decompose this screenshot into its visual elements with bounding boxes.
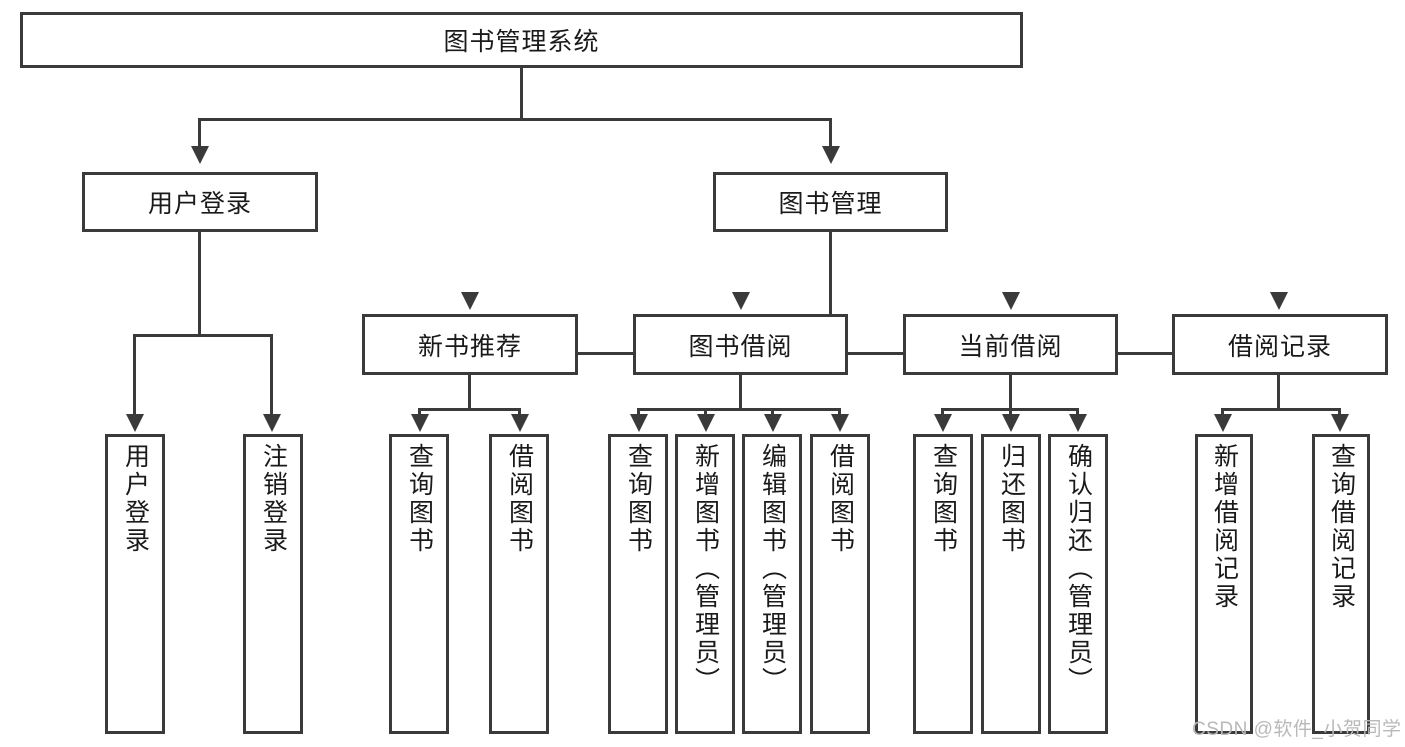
arrowhead-user-login-leaf-2 — [263, 414, 281, 432]
connector-book-management-stem — [829, 232, 832, 354]
node-label: 用户登录 — [121, 443, 150, 555]
connector-cb-drop-2 — [1009, 408, 1012, 416]
node-current-borrow[interactable]: 当前借阅 — [903, 314, 1118, 375]
arrowhead-nbr-leaf-2 — [511, 414, 529, 432]
node-label: 查询图书 — [624, 443, 653, 555]
arrowhead-bm-to-borrow-record — [1270, 292, 1288, 310]
csdn-watermark: CSDN @软件_小贺同学 — [1192, 719, 1402, 740]
connector-bb-bus — [637, 408, 840, 411]
connector-br-drop-2 — [1338, 408, 1341, 416]
node-label: 查询图书 — [405, 443, 434, 555]
node-leaf-add-record[interactable]: 新增借阅记录 — [1195, 434, 1253, 734]
arrowhead-br-leaf-1 — [1214, 414, 1232, 432]
arrowhead-nbr-leaf-1 — [411, 414, 429, 432]
node-leaf-query-book-2[interactable]: 查询图书 — [608, 434, 668, 734]
arrowhead-cb-leaf-2 — [1002, 414, 1020, 432]
connector-bb-drop-3 — [771, 408, 774, 416]
node-label: 新增借阅记录 — [1210, 443, 1239, 611]
node-label: 用户登录 — [147, 190, 252, 218]
arrowhead-bb-leaf-3 — [764, 414, 782, 432]
node-root-system[interactable]: 图书管理系统 — [20, 12, 1023, 68]
connector-root-to-user-login — [198, 118, 201, 148]
node-new-book-recommend[interactable]: 新书推荐 — [362, 314, 578, 375]
node-label: 借阅图书 — [826, 443, 855, 555]
arrowhead-bm-to-new-book-recommend — [461, 292, 479, 310]
arrowhead-cb-leaf-1 — [934, 414, 952, 432]
connector-root-stem — [520, 68, 523, 120]
node-leaf-borrow-book-2[interactable]: 借阅图书 — [810, 434, 870, 734]
arrowhead-bm-to-book-borrow — [732, 292, 750, 310]
arrowhead-bb-leaf-1 — [630, 414, 648, 432]
node-leaf-query-book-3[interactable]: 查询图书 — [913, 434, 973, 734]
connector-cb-drop-1 — [941, 408, 944, 416]
connector-cb-drop-3 — [1076, 408, 1079, 416]
node-label: 新书推荐 — [417, 332, 522, 361]
node-leaf-confirm-return[interactable]: 确认归还（管理员） — [1048, 434, 1108, 734]
connector-user-login-bus — [133, 334, 273, 337]
node-borrow-record[interactable]: 借阅记录 — [1172, 314, 1388, 375]
node-label: 查询借阅记录 — [1327, 443, 1356, 611]
arrowhead-bm-to-current-borrow — [1002, 292, 1020, 310]
node-leaf-user-login[interactable]: 用户登录 — [105, 434, 165, 734]
arrowhead-root-to-user-login — [191, 146, 209, 164]
node-label: 借阅图书 — [505, 443, 534, 555]
node-label: 当前借阅 — [958, 332, 1063, 361]
node-leaf-add-book[interactable]: 新增图书（管理员） — [675, 434, 735, 734]
node-label: 新增图书（管理员） — [691, 443, 720, 695]
connector-br-bus — [1221, 408, 1341, 411]
node-label: 归还图书 — [997, 443, 1026, 555]
connector-br-stem — [1277, 375, 1280, 410]
arrowhead-root-to-book-management — [822, 146, 840, 164]
node-label: 图书管理 — [778, 190, 883, 218]
node-leaf-return-book[interactable]: 归还图书 — [981, 434, 1041, 734]
connector-bb-stem — [739, 375, 742, 410]
node-label: 确认归还（管理员） — [1064, 443, 1093, 695]
connector-nbr-drop-2 — [518, 408, 521, 416]
connector-user-login-drop-2 — [270, 334, 273, 416]
arrowhead-bb-leaf-4 — [831, 414, 849, 432]
connector-nbr-stem — [468, 375, 471, 410]
node-book-borrow[interactable]: 图书借阅 — [633, 314, 848, 375]
arrowhead-br-leaf-2 — [1331, 414, 1349, 432]
node-leaf-borrow-book-1[interactable]: 借阅图书 — [489, 434, 549, 734]
node-leaf-query-book-1[interactable]: 查询图书 — [389, 434, 449, 734]
node-label: 编辑图书（管理员） — [758, 443, 787, 695]
arrowhead-cb-leaf-3 — [1069, 414, 1087, 432]
node-leaf-edit-book[interactable]: 编辑图书（管理员） — [742, 434, 802, 734]
connector-root-bus — [198, 118, 832, 121]
node-book-management[interactable]: 图书管理 — [713, 172, 948, 232]
connector-nbr-drop-1 — [418, 408, 421, 416]
node-label: 查询图书 — [929, 443, 958, 555]
node-leaf-query-record[interactable]: 查询借阅记录 — [1312, 434, 1370, 734]
connector-bb-drop-2 — [704, 408, 707, 416]
connector-br-drop-1 — [1221, 408, 1224, 416]
arrowhead-bb-leaf-2 — [697, 414, 715, 432]
connector-user-login-drop-1 — [133, 334, 136, 416]
connector-user-login-stem — [198, 232, 201, 336]
connector-bb-drop-4 — [838, 408, 841, 416]
arrowhead-user-login-leaf-1 — [126, 414, 144, 432]
connector-book-management-bus — [468, 352, 1280, 355]
connector-nbr-bus — [418, 408, 521, 411]
node-label: 图书借阅 — [688, 332, 793, 361]
node-leaf-logout[interactable]: 注销登录 — [243, 434, 303, 734]
node-label: 注销登录 — [259, 443, 288, 555]
node-label: 借阅记录 — [1227, 332, 1332, 361]
node-label: 图书管理系统 — [443, 28, 600, 56]
connector-root-to-book-management — [829, 118, 832, 148]
connector-cb-stem — [1009, 375, 1012, 410]
node-user-login[interactable]: 用户登录 — [82, 172, 318, 232]
connector-bb-drop-1 — [637, 408, 640, 416]
